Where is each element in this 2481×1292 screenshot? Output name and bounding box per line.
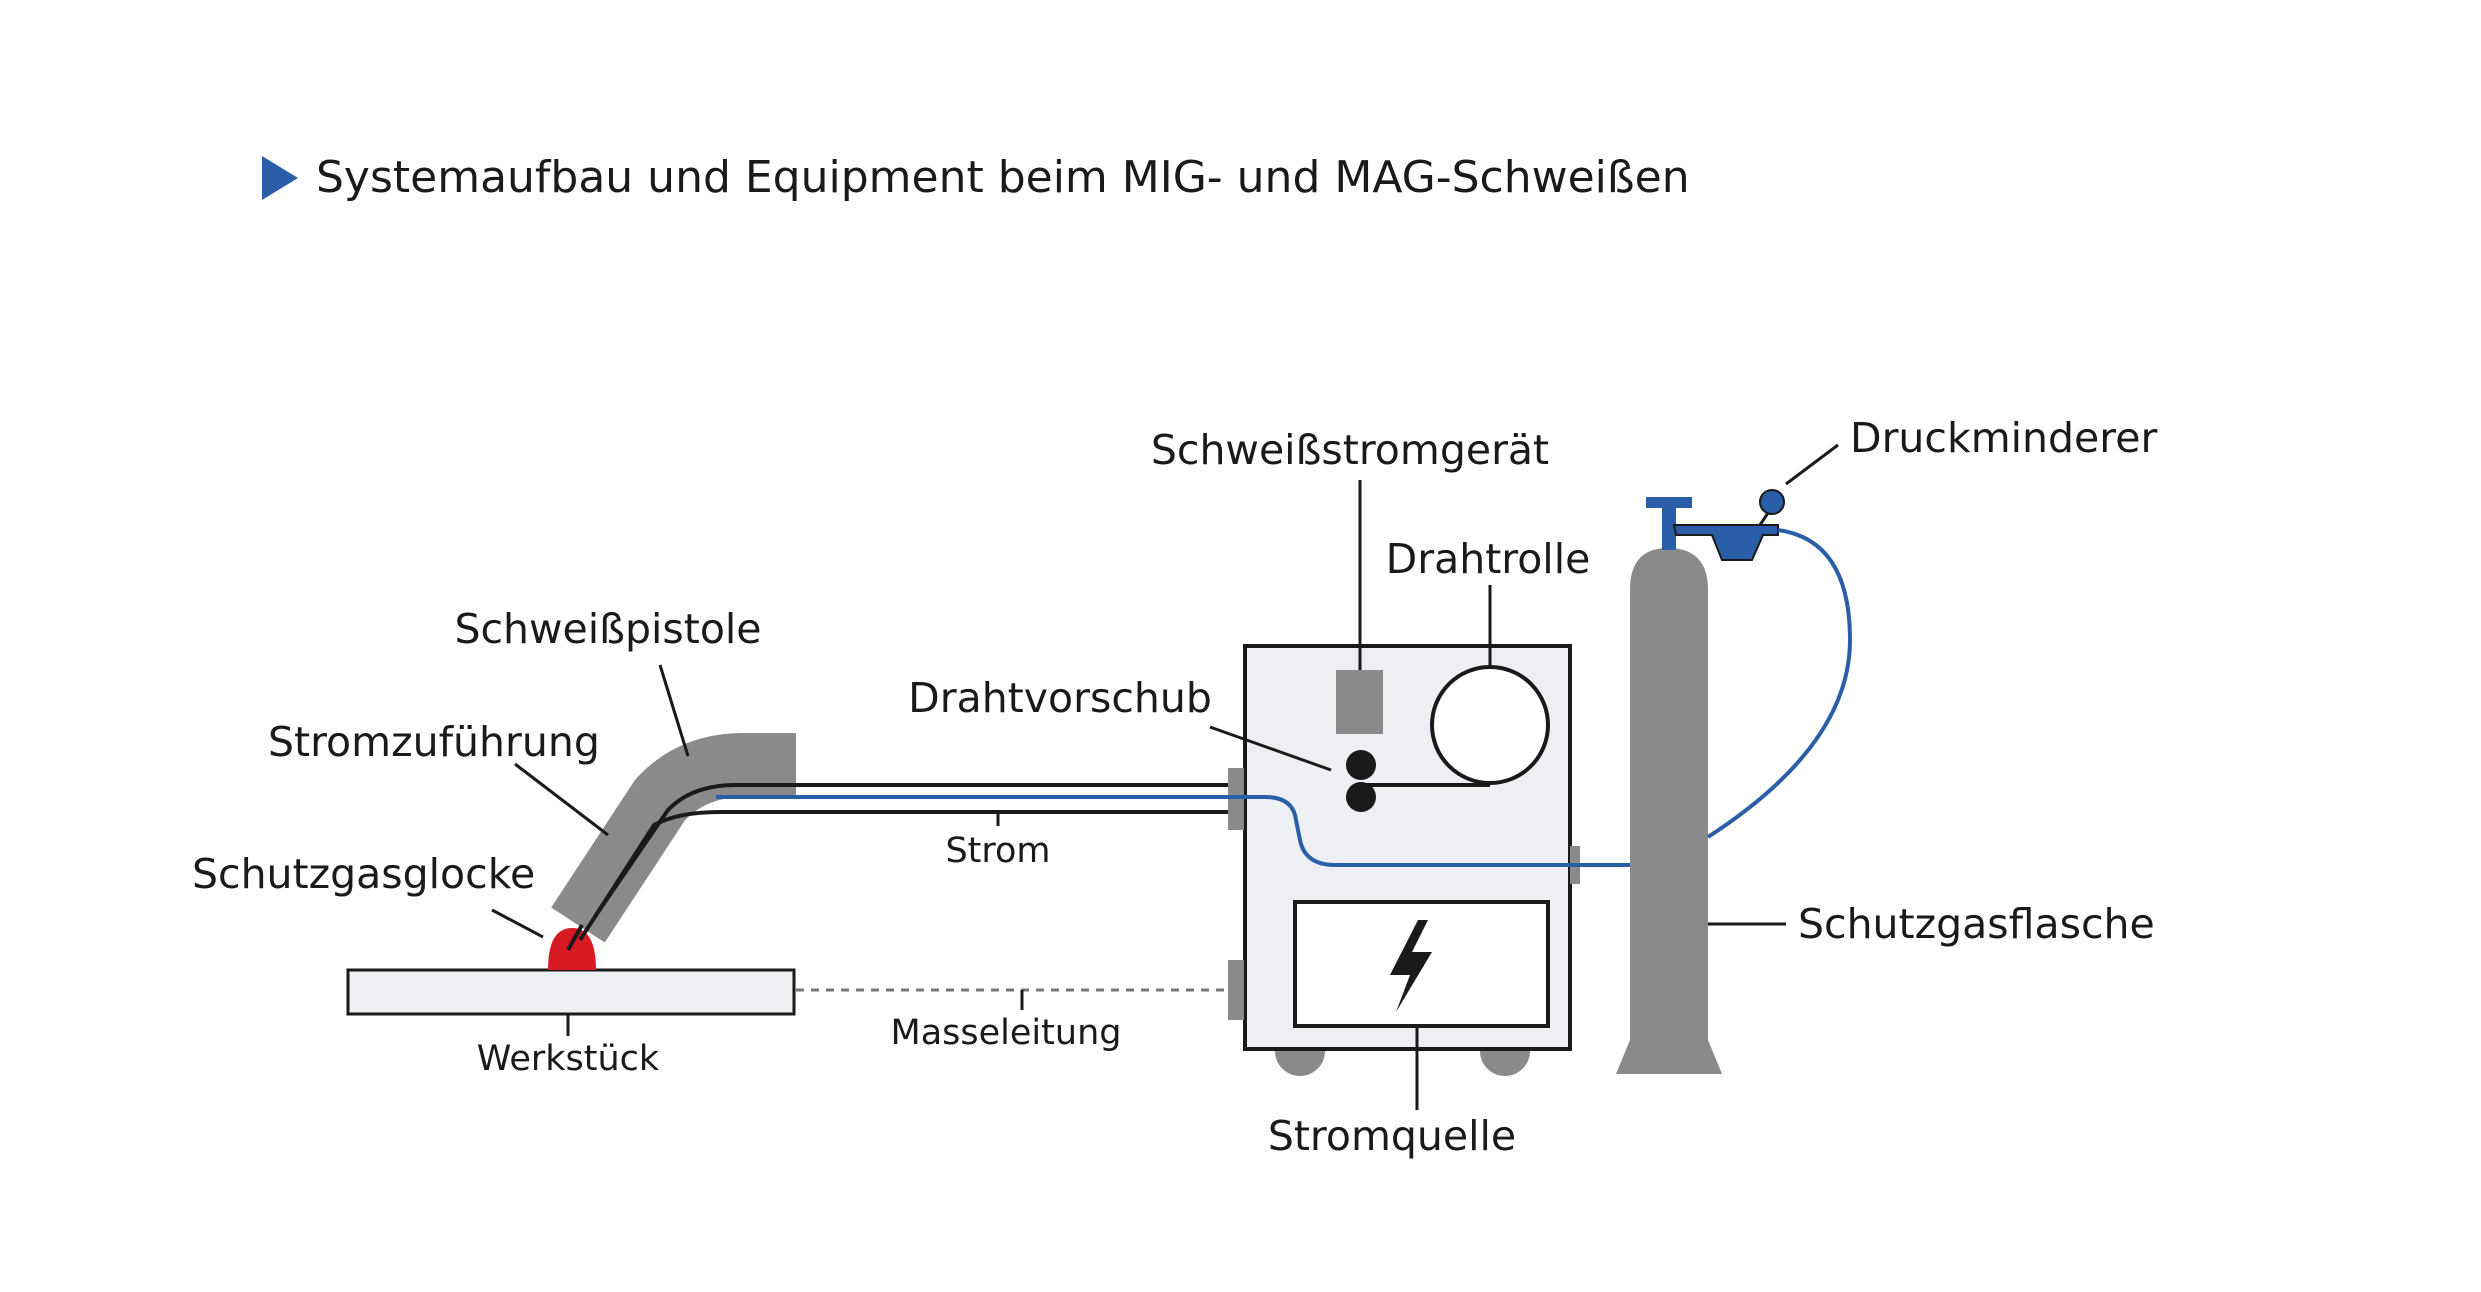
drahtrolle-circle <box>1430 665 1550 785</box>
label-schweisspistole: Schweißpistole <box>454 605 761 653</box>
label-drahtrolle: Drahtrolle <box>1386 535 1591 583</box>
label-stromquelle: Stromquelle <box>1268 1112 1516 1160</box>
druckminderer-body <box>1672 524 1779 561</box>
stromzufuehrung-line-upper <box>594 783 1245 917</box>
label-werkstueck: Werkstück <box>477 1039 660 1079</box>
valve-handle <box>1646 497 1692 508</box>
label-drahtvorschub: Drahtvorschub <box>908 674 1212 722</box>
drahtvorschub-roller-top <box>1346 750 1376 780</box>
werkstueck-plate <box>346 968 796 1016</box>
leader-stromzufuehrung <box>514 762 609 837</box>
leader-drahtvorschub <box>1209 725 1332 772</box>
connector-ground <box>1228 960 1244 1020</box>
label-masseleitung: Masseleitung <box>891 1013 1122 1053</box>
wheel-right <box>1480 1051 1530 1076</box>
leader-schweisspistole <box>658 664 690 757</box>
wheel-left <box>1275 1051 1325 1076</box>
label-schutzgasflasche: Schutzgasflasche <box>1798 900 2155 948</box>
schweisspistole-body <box>551 733 796 943</box>
control-block <box>1336 670 1383 734</box>
title-marker-icon <box>262 156 298 200</box>
schutzgasglocke-shape <box>548 928 596 970</box>
gas-line <box>716 795 1630 867</box>
stromzufuehrung-line-lower <box>578 810 1295 942</box>
pressure-gauge-icon <box>1759 489 1785 515</box>
lightning-bolt-icon <box>1390 920 1432 1012</box>
label-schweissstromgeraet: Schweißstromgerät <box>1151 426 1549 474</box>
label-druckminderer: Druckminderer <box>1850 414 2157 462</box>
drahtvorschub-roller-bottom <box>1346 782 1376 812</box>
valve-stem <box>1662 508 1676 550</box>
page-title: Systemaufbau und Equipment beim MIG- und… <box>316 152 1690 203</box>
label-stromzufuehrung: Stromzuführung <box>268 718 600 766</box>
leader-druckminderer <box>1785 443 1839 486</box>
label-strom: Strom <box>945 831 1050 871</box>
gas-hose <box>1706 528 1853 839</box>
label-schutzgasglocke: Schutzgasglocke <box>192 850 535 898</box>
leader-schutzgasglocke <box>491 908 544 939</box>
schutzgasflasche-body <box>1616 548 1722 1074</box>
welding-wire-tip <box>566 924 584 951</box>
